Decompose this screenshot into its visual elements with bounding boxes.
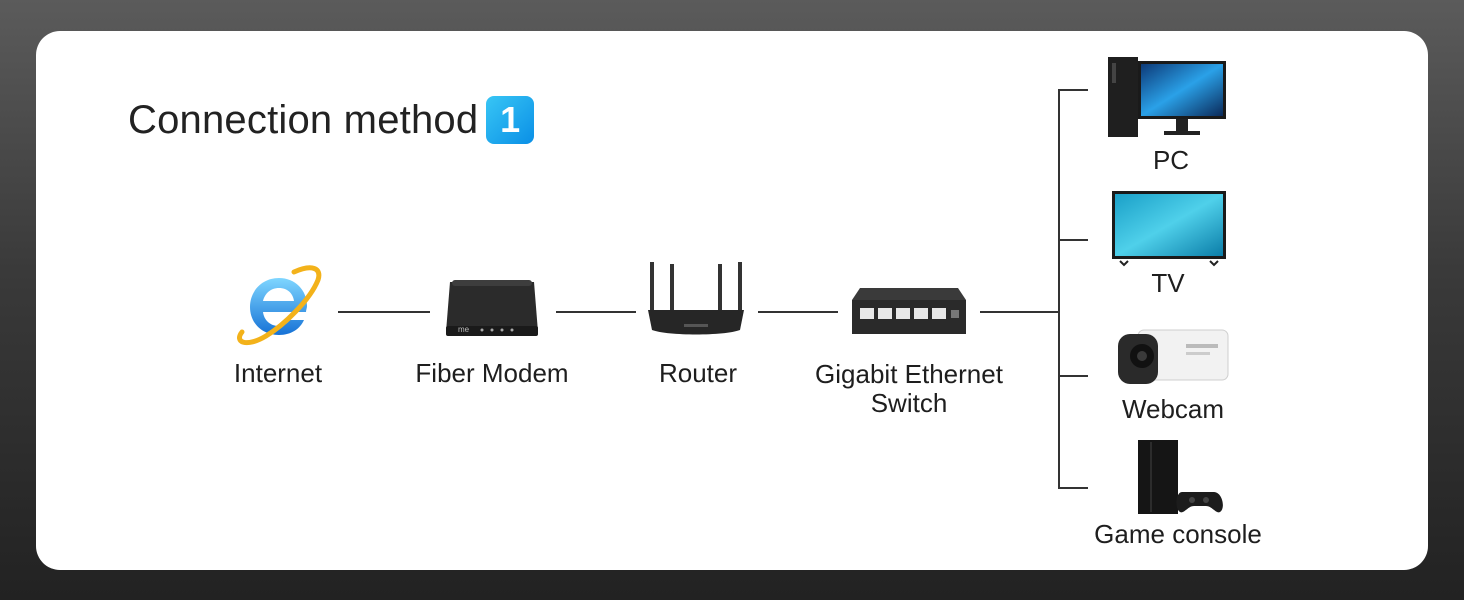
connector-line	[758, 311, 838, 313]
device-label-game-console: Game console	[1094, 519, 1262, 549]
chain-label-router: Router	[658, 358, 738, 388]
chain-label-internet: Internet	[233, 358, 323, 388]
svg-text:me: me	[458, 325, 470, 334]
page-title: Connection method 1	[128, 94, 535, 146]
connector-line	[556, 311, 636, 313]
device-label-tv: TV	[1151, 268, 1185, 298]
fiber-modem-icon: me	[446, 280, 538, 336]
diagram-card	[36, 31, 1428, 570]
device-label-pc: PC	[1152, 145, 1190, 175]
branch-line-pc	[1058, 89, 1088, 91]
tv-icon	[1112, 191, 1226, 267]
pc-icon	[1108, 57, 1226, 137]
webcam-icon	[1118, 329, 1229, 384]
router-icon	[648, 262, 744, 335]
device-label-webcam: Webcam	[1121, 394, 1225, 424]
game-console-icon	[1138, 440, 1223, 514]
branch-line-console	[1058, 487, 1088, 489]
title-text: Connection method	[128, 97, 479, 142]
connector-line	[338, 311, 430, 313]
chain-label-switch: Gigabit Ethernet Switch	[815, 359, 1003, 418]
connector-line	[980, 311, 1060, 313]
internet-explorer-icon	[237, 265, 322, 346]
method-number-badge: 1	[486, 96, 535, 144]
chain-label-fiber-modem: Fiber Modem	[415, 358, 569, 388]
branch-vertical-line	[1058, 89, 1060, 489]
branch-line-tv	[1058, 239, 1088, 241]
ethernet-switch-icon	[852, 288, 966, 334]
branch-line-webcam	[1058, 375, 1088, 377]
